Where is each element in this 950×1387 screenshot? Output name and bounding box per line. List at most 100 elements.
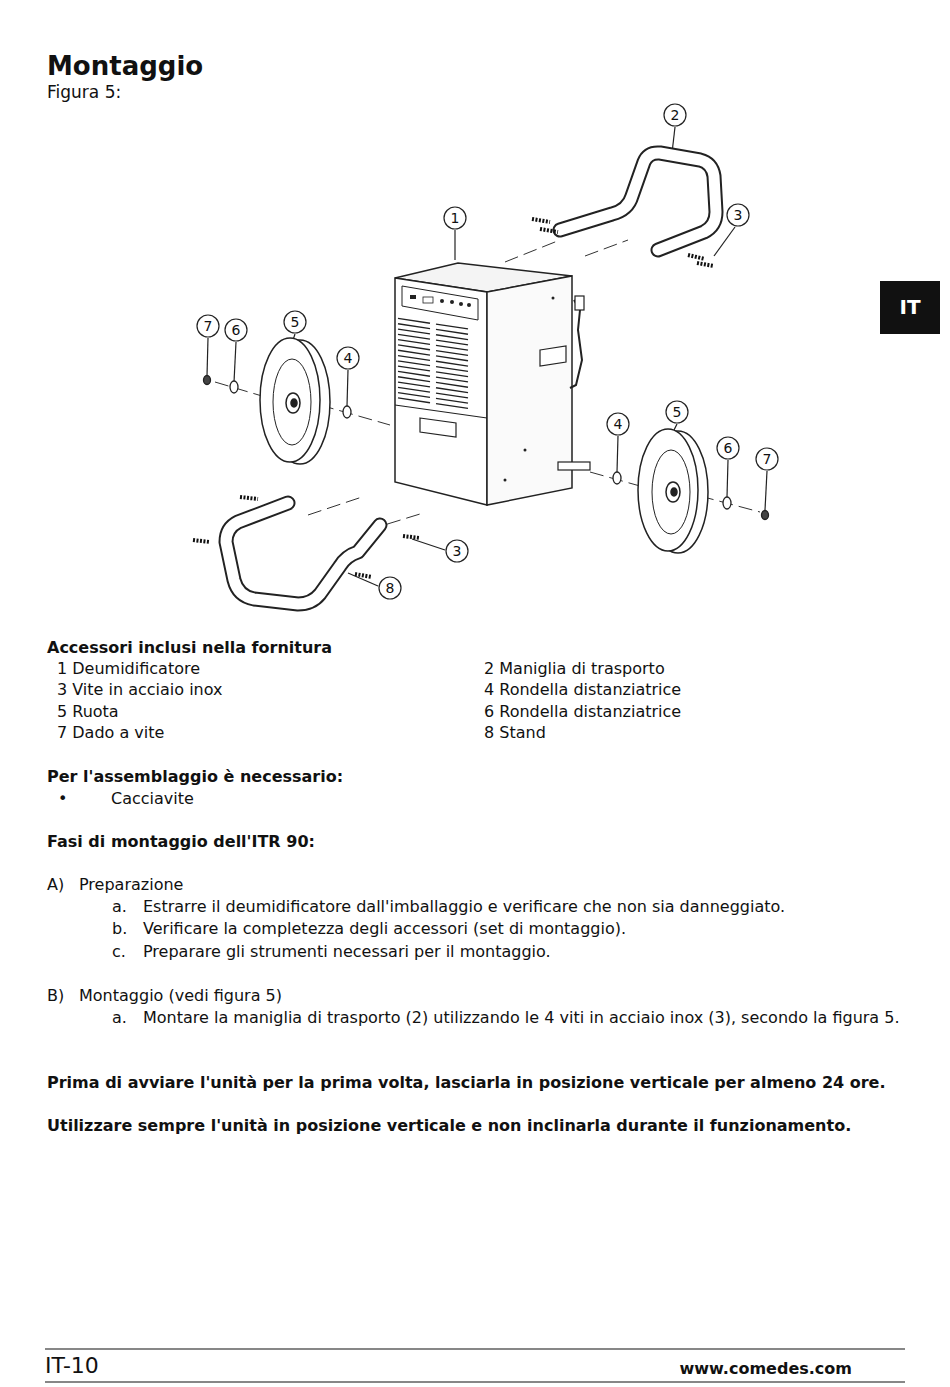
callout-number: 7 — [755, 452, 779, 466]
drawing-line — [727, 460, 728, 497]
drawing-rect — [558, 462, 590, 470]
language-tab: IT — [880, 281, 940, 334]
grille-slat — [398, 350, 430, 355]
grille-slat — [436, 335, 468, 340]
substep-text: Preparare gli strumenti necessari per il… — [143, 941, 933, 962]
grille-slat — [436, 377, 468, 382]
grille-slat — [398, 366, 430, 371]
section-heading: Accessori inclusi nella fornitura — [47, 637, 332, 658]
grille-slat — [398, 345, 430, 350]
drawing-line — [505, 240, 560, 262]
tool-item: Cacciavite — [111, 788, 194, 809]
axis-lines — [215, 240, 760, 530]
substep-letter: a. — [112, 896, 127, 917]
drawing-path — [226, 503, 380, 604]
callout-circle: 3 — [445, 539, 469, 563]
drawing-polygon — [420, 418, 456, 437]
drawing-path — [226, 503, 380, 604]
grille-slat — [398, 382, 430, 387]
warning-note: Utilizzare sempre l'unità in posizione v… — [47, 1115, 907, 1136]
step-heading: Preparazione — [79, 874, 183, 895]
callout-ring — [607, 413, 629, 435]
drawing-line — [355, 574, 372, 577]
dehumidifier-body — [395, 263, 590, 505]
step-letter: B) — [47, 985, 64, 1006]
grille-slat — [436, 404, 468, 409]
callout-ring — [756, 448, 778, 470]
callout-number: 4 — [336, 351, 360, 365]
drawing-line — [454, 230, 455, 260]
grille-slat — [398, 334, 430, 339]
callout-ring — [197, 315, 219, 337]
drawing-ellipse — [613, 472, 621, 484]
drawing-ellipse — [343, 406, 351, 418]
drawing-line — [700, 496, 760, 512]
drawing-rect — [423, 297, 433, 303]
callout-ring — [664, 104, 686, 126]
callout-number: 1 — [443, 211, 467, 225]
callout-circle: 5 — [665, 400, 689, 424]
drawing-line — [234, 342, 236, 382]
drawing-line — [532, 219, 550, 222]
callout-circle: 5 — [283, 310, 307, 334]
drawing-line — [308, 497, 362, 515]
grille-slat — [398, 329, 430, 334]
page-rules — [45, 1349, 905, 1382]
drawing-circle — [440, 299, 444, 303]
drawing-ellipse — [230, 381, 238, 393]
drawing-circle — [459, 302, 463, 306]
parts-item: 5 Ruota — [57, 701, 119, 722]
drawing-line — [714, 227, 735, 256]
grille-slat — [436, 345, 468, 350]
drawing-line — [207, 338, 208, 376]
callout-ring — [717, 437, 739, 459]
drawing-line — [412, 539, 445, 550]
website: www.comedes.com — [680, 1358, 852, 1379]
air-grille — [398, 318, 468, 408]
callout-number: 3 — [445, 544, 469, 558]
grille-slat — [436, 351, 468, 356]
tab-label: IT — [880, 295, 940, 319]
drawing-rect — [575, 296, 584, 310]
drawing-line — [697, 263, 714, 266]
grille-slat — [398, 324, 430, 329]
page-title: Montaggio — [47, 50, 203, 82]
callout-circle: 6 — [716, 436, 740, 460]
grille-slat — [436, 361, 468, 366]
drawing-line — [45, 1348, 905, 1349]
substep-letter: a. — [112, 1007, 127, 1028]
grille-slat — [436, 356, 468, 361]
drawing-circle — [467, 303, 471, 307]
stand — [226, 503, 380, 604]
grille-slat — [436, 388, 468, 393]
callout-number: 6 — [716, 441, 740, 455]
drawing-ellipse — [286, 393, 300, 413]
drawing-line — [348, 573, 378, 586]
parts-item: 7 Dado a vite — [57, 722, 164, 743]
substep-text: Montare la maniglia di trasporto (2) uti… — [143, 1007, 913, 1028]
step-heading: Montaggio (vedi figura 5) — [79, 985, 282, 1006]
substep-text: Verificare la completezza degli accessor… — [143, 918, 933, 939]
grille-slat — [436, 329, 468, 334]
drawing-line — [674, 424, 677, 430]
drawing-polygon — [402, 286, 478, 320]
drawing-polygon — [395, 278, 487, 505]
grille-slat — [398, 387, 430, 392]
callout-number: 7 — [196, 319, 220, 333]
screws — [193, 219, 714, 577]
drawing-circle — [450, 300, 454, 304]
grille-slat — [436, 398, 468, 403]
drawing-circle — [504, 479, 507, 482]
grille-slat — [398, 377, 430, 382]
section-heading: Fasi di montaggio dell'ITR 90: — [47, 831, 315, 852]
drawing-ellipse — [204, 376, 211, 385]
parts-item: 4 Rondella distanziatrice — [484, 679, 681, 700]
grille-slat — [398, 393, 430, 398]
callout-circle: 8 — [378, 576, 402, 600]
grille-slat — [398, 371, 430, 376]
carry-handle — [560, 153, 716, 250]
callout-ring — [446, 540, 468, 562]
callout-number: 5 — [283, 315, 307, 329]
drawing-polygon — [487, 276, 572, 505]
grille-slat — [436, 324, 468, 329]
